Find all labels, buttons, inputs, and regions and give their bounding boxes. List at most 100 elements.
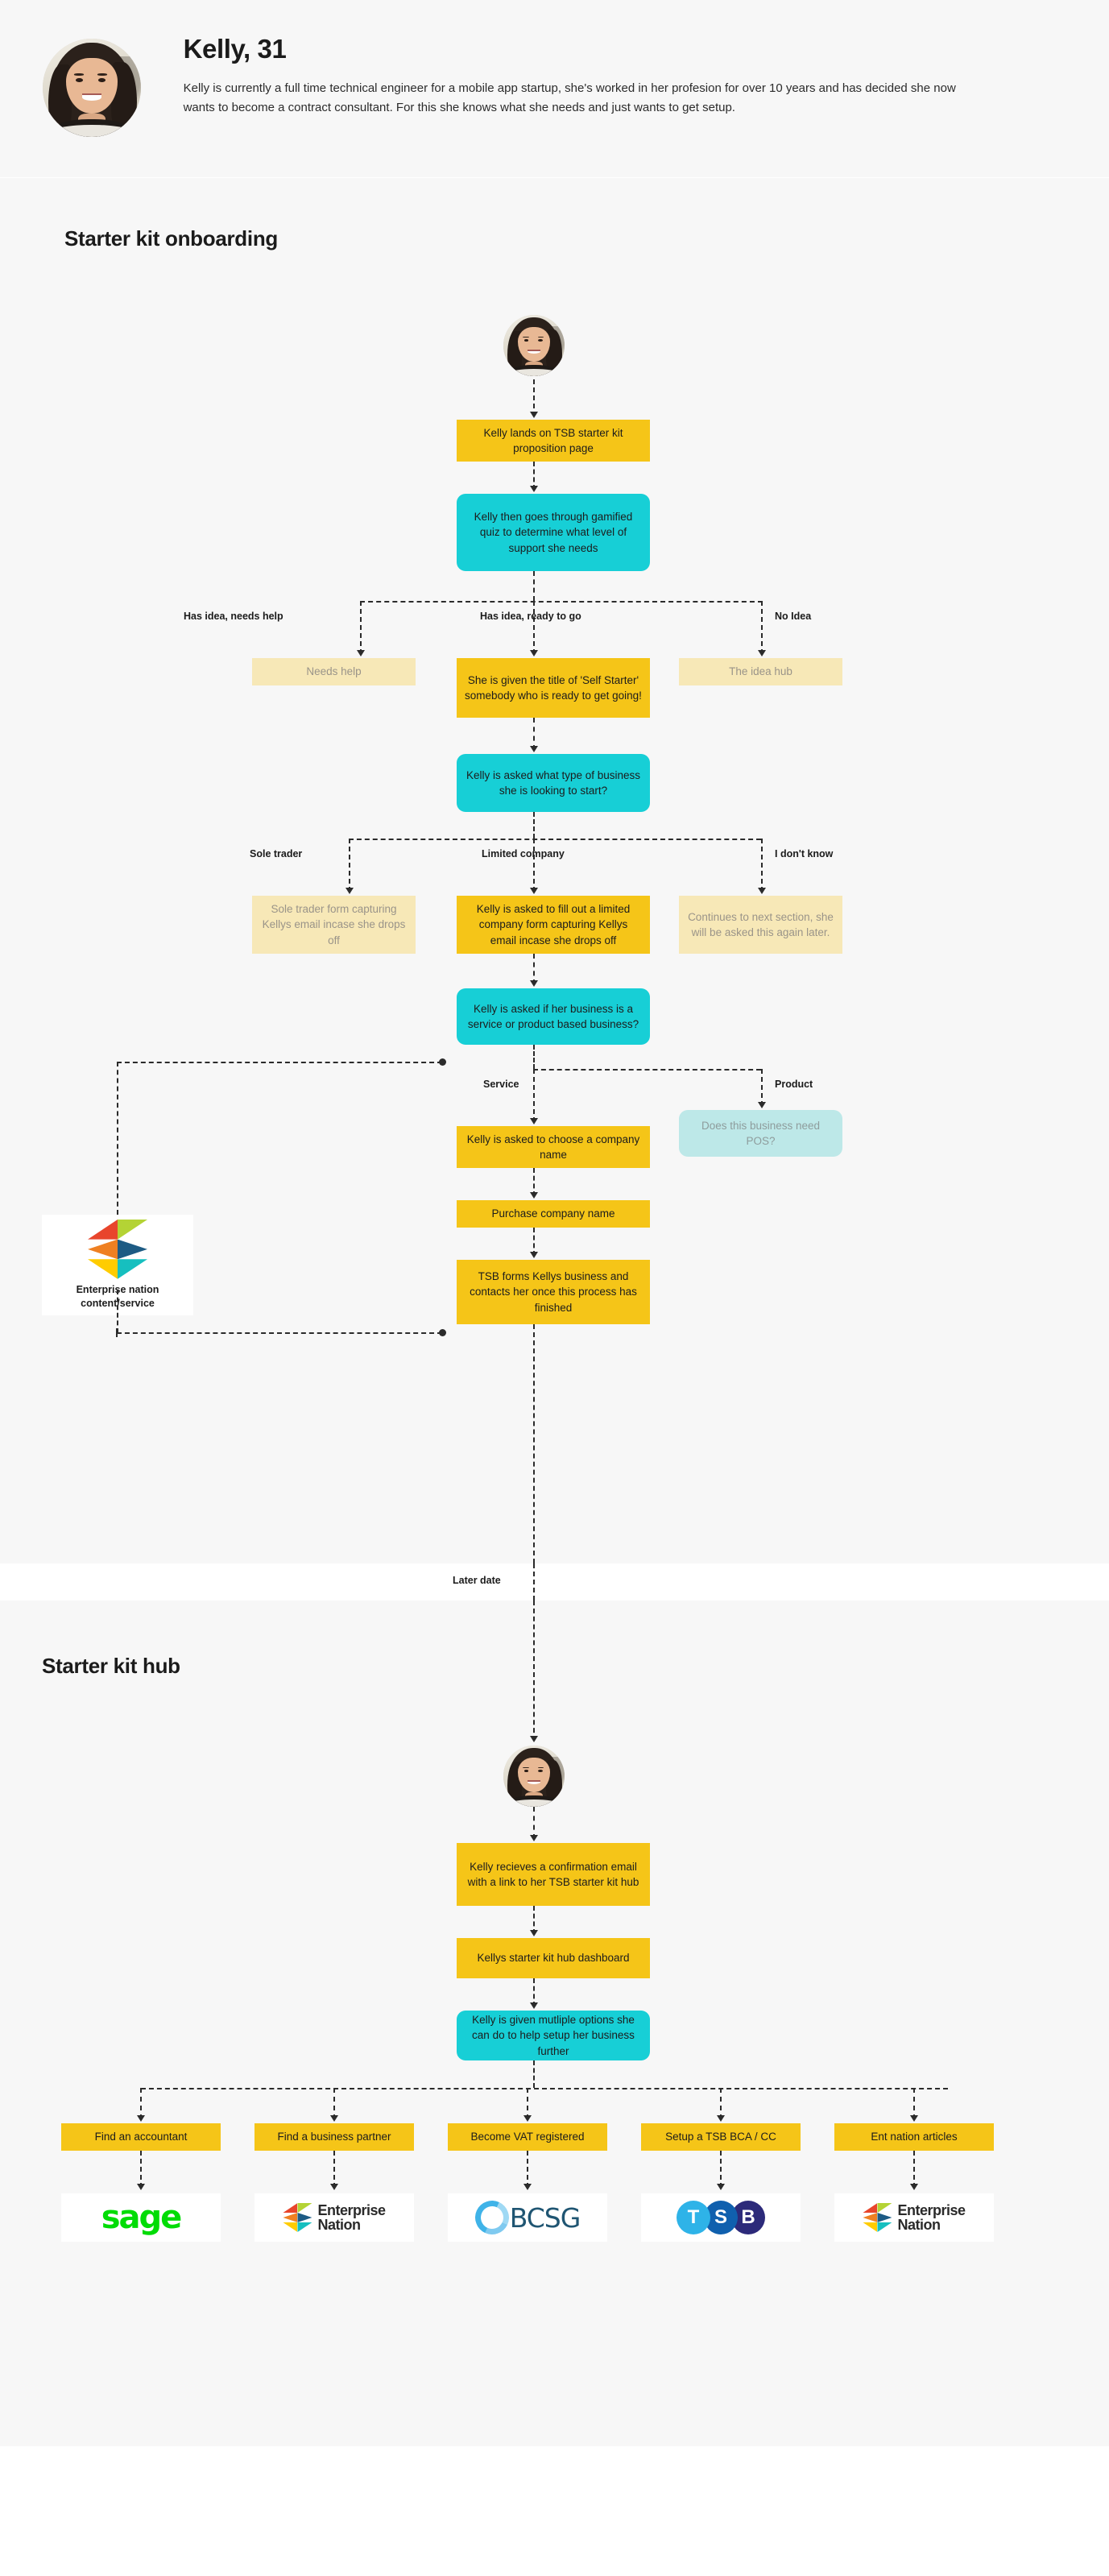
arrow-quiz bbox=[530, 486, 538, 492]
arrow-option-2 bbox=[523, 2115, 532, 2122]
connector-en-lower-horizontal bbox=[117, 1332, 442, 1334]
branch-label-product: Product bbox=[775, 1079, 813, 1090]
avatar bbox=[42, 39, 141, 137]
node-confirmation-email[interactable]: Kelly recieves a confirmation email with… bbox=[457, 1843, 650, 1906]
arrow-option-4 bbox=[910, 2115, 918, 2122]
arrow-landing bbox=[530, 412, 538, 418]
arrow-business-type bbox=[530, 746, 538, 752]
connector-businesstype-split bbox=[533, 812, 535, 839]
connector-option-0 bbox=[140, 2088, 142, 2119]
section-title-hub: Starter kit hub bbox=[42, 1654, 180, 1678]
node-options[interactable]: Kelly is given mutliple options she can … bbox=[457, 2011, 650, 2060]
connector-branch-service bbox=[533, 1069, 535, 1122]
arrow-self-starter bbox=[530, 650, 538, 656]
connector-choosename-purchase bbox=[533, 1168, 535, 1196]
arrow-option-logo-3 bbox=[717, 2184, 725, 2190]
option-box-0[interactable]: Find an accountant bbox=[61, 2123, 221, 2151]
sage-logo: sage bbox=[101, 2199, 183, 2236]
connector-tsbforms-laterdate bbox=[533, 1324, 535, 1563]
connector-landing-quiz bbox=[533, 462, 535, 490]
persona-text: Kelly, 31 Kelly is currently a full time… bbox=[184, 34, 1109, 118]
node-idea-hub[interactable]: The idea hub bbox=[679, 658, 842, 685]
connector-dot-lower bbox=[439, 1329, 446, 1336]
arrow-option-logo-1 bbox=[330, 2184, 338, 2190]
page-title: Kelly, 31 bbox=[183, 34, 287, 64]
option-box-2[interactable]: Become VAT registered bbox=[448, 2123, 607, 2151]
option-logo-0: sage bbox=[61, 2193, 221, 2242]
node-pos[interactable]: Does this business need POS? bbox=[679, 1110, 842, 1157]
connector-branch-idea-hub bbox=[761, 601, 763, 654]
connector-confirmation-dashboard bbox=[533, 1906, 535, 1934]
connector-options-split bbox=[533, 2060, 535, 2088]
node-landing[interactable]: Kelly lands on TSB starter kit propositi… bbox=[457, 420, 650, 462]
arrow-dashboard bbox=[530, 1930, 538, 1936]
tsb-logo: T S B bbox=[677, 2201, 765, 2234]
persona-avatar-wrap bbox=[0, 34, 184, 137]
connector-branch-product bbox=[761, 1069, 763, 1106]
connector-avatar-confirmation bbox=[533, 1807, 535, 1839]
option-box-1[interactable]: Find a business partner bbox=[254, 2123, 414, 2151]
connector-option-logo-2 bbox=[527, 2151, 528, 2188]
branch-label-no-idea: No Idea bbox=[775, 611, 812, 622]
section-later-date: Later date bbox=[0, 1563, 1109, 1601]
bcsg-logo: BCSG bbox=[470, 2196, 581, 2239]
node-continues-later[interactable]: Continues to next section, she will be a… bbox=[679, 896, 842, 954]
connector-option-logo-3 bbox=[720, 2151, 722, 2188]
arrow-service bbox=[530, 1118, 538, 1124]
connector-purchase-tsbforms bbox=[533, 1228, 535, 1256]
connector-option-3 bbox=[720, 2088, 722, 2119]
node-sole-trader-form[interactable]: Sole trader form capturing Kellys email … bbox=[252, 896, 416, 954]
node-business-type[interactable]: Kelly is asked what type of business she… bbox=[457, 754, 650, 812]
connector-serviceproduct-split bbox=[533, 1045, 535, 1069]
arrow-option-logo-4 bbox=[910, 2184, 918, 2190]
connector-option-logo-0 bbox=[140, 2151, 142, 2188]
persona-description: Kelly is currently a full time technical… bbox=[183, 81, 956, 115]
option-box-4[interactable]: Ent nation articles bbox=[834, 2123, 994, 2151]
node-self-starter[interactable]: She is given the title of 'Self Starter'… bbox=[457, 658, 650, 718]
connector-en-upper-horizontal bbox=[117, 1062, 442, 1063]
flow-avatar-hub bbox=[503, 1746, 565, 1807]
branch-label-has-idea-ready: Has idea, ready to go bbox=[480, 611, 581, 622]
persona-header: Kelly, 31 Kelly is currently a full time… bbox=[0, 0, 1109, 178]
section-starter-kit-onboarding: Starter kit onboarding Kelly lands on TS… bbox=[0, 178, 1109, 1563]
connector-avatar-landing bbox=[533, 379, 535, 416]
connector-option-logo-4 bbox=[913, 2151, 915, 2188]
arrow-tsb-forms bbox=[530, 1252, 538, 1258]
connector-quiz-split bbox=[533, 571, 535, 601]
connector-option-4 bbox=[913, 2088, 915, 2119]
node-tsb-forms[interactable]: TSB forms Kellys business and contacts h… bbox=[457, 1260, 650, 1324]
connector-dot-upper bbox=[439, 1058, 446, 1066]
connector-later-date bbox=[533, 1563, 535, 1601]
connector-into-hub bbox=[533, 1601, 535, 1741]
connector-selfstarter-businesstype bbox=[533, 718, 535, 750]
arrow-needs-help bbox=[357, 650, 365, 656]
connector-option-logo-1 bbox=[333, 2151, 335, 2188]
connector-branch-self-starter bbox=[533, 601, 535, 654]
option-box-3[interactable]: Setup a TSB BCA / CC bbox=[641, 2123, 801, 2151]
arrow-option-3 bbox=[717, 2115, 725, 2122]
connector-branch-needs-help bbox=[360, 601, 362, 654]
node-purchase-name[interactable]: Purchase company name bbox=[457, 1200, 650, 1228]
split-bar-businesstype bbox=[349, 839, 761, 840]
branch-label-limited-company: Limited company bbox=[482, 848, 565, 859]
section-title-onboarding: Starter kit onboarding bbox=[64, 226, 278, 251]
connector-dashboard-options bbox=[533, 1978, 535, 2007]
later-date-label: Later date bbox=[453, 1575, 501, 1586]
node-limited-company-form[interactable]: Kelly is asked to fill out a limited com… bbox=[457, 896, 650, 954]
arrow-option-logo-0 bbox=[137, 2184, 145, 2190]
node-needs-help[interactable]: Needs help bbox=[252, 658, 416, 685]
node-choose-name[interactable]: Kelly is asked to choose a company name bbox=[457, 1126, 650, 1168]
connector-limited-serviceproduct bbox=[533, 954, 535, 984]
arrow-limited-company bbox=[530, 888, 538, 894]
node-quiz[interactable]: Kelly then goes through gamified quiz to… bbox=[457, 494, 650, 571]
tsb-letter-t: T bbox=[677, 2201, 710, 2234]
node-service-or-product[interactable]: Kelly is asked if her business is a serv… bbox=[457, 988, 650, 1045]
node-dashboard[interactable]: Kellys starter kit hub dashboard bbox=[457, 1938, 650, 1978]
connector-branch-limited-company bbox=[533, 839, 535, 892]
branch-label-i-dont-know: I don't know bbox=[775, 848, 834, 859]
